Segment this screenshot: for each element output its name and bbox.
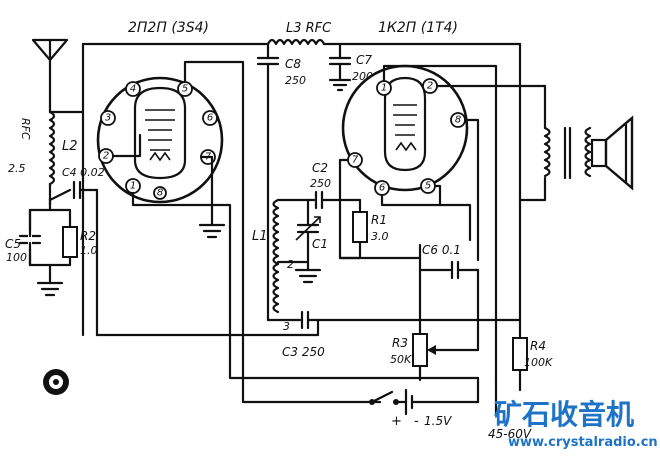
stamp-logo (43, 369, 69, 395)
tube-right-pin-1: 1 (376, 80, 392, 96)
tube-right-pin-8: 8 (450, 112, 466, 128)
ground-c7 (328, 78, 352, 92)
tap3-label: 3 (283, 320, 290, 333)
rfc-side-value: 2.5 (8, 162, 26, 175)
battery-a-plus: + (391, 414, 402, 429)
ground-left (36, 281, 64, 297)
tube-left-pin-6: 6 (202, 110, 218, 126)
l2-coil (48, 110, 56, 207)
svg-text:8: 8 (455, 115, 461, 126)
tube-right-pin-6: 6 (374, 180, 390, 196)
l2-label: L2 (62, 139, 78, 154)
r1-resistor (352, 211, 368, 243)
r2-resistor (62, 226, 78, 258)
battery-a-minus: - (414, 414, 419, 429)
c5-label: C5 (5, 237, 21, 251)
c8-value: 250 (285, 74, 306, 87)
r3-potentiometer (412, 333, 428, 367)
r4-label: R4 (530, 339, 546, 353)
tube-left-label: 2П2П (3S4) (128, 20, 209, 36)
tube-left-pin-5: 5 (177, 81, 193, 97)
antenna-symbol (31, 38, 69, 114)
svg-text:7: 7 (352, 155, 359, 166)
tube-right (341, 64, 469, 192)
c3-label: C3 250 (282, 345, 325, 359)
tube-left-pin-8: 8 (153, 186, 167, 200)
svg-text:2: 2 (103, 151, 109, 162)
svg-text:2: 2 (427, 81, 433, 92)
r2-value: 1.0 (80, 244, 98, 257)
ground-left-tube (198, 223, 226, 239)
l1-label: L1 (252, 229, 268, 244)
tube-right-label: 1К2П (1Т4) (378, 20, 458, 36)
svg-text:1: 1 (381, 83, 387, 94)
c2-value: 250 (310, 177, 331, 190)
tube-left-pin-4: 4 (125, 81, 141, 97)
battery-a-voltage: 1.5V (424, 414, 452, 428)
ground-c1 (294, 268, 322, 284)
svg-text:4: 4 (130, 84, 136, 95)
r1-label: R1 (371, 213, 387, 227)
svg-text:3: 3 (105, 113, 111, 124)
l3-rfc-coil (266, 38, 326, 46)
rfc-side-label: RFC (19, 118, 32, 140)
r3-value: 50K (390, 353, 412, 366)
tube-right-pin-5: 5 (420, 178, 436, 194)
c2-label: C2 (312, 161, 328, 175)
tube-right-pin-2: 2 (422, 78, 438, 94)
tube-left-pin-3: 3 (100, 110, 116, 126)
c8-label: C8 (285, 57, 301, 71)
svg-text:6: 6 (207, 113, 213, 124)
svg-text:5: 5 (182, 84, 188, 95)
c1-label: C1 (312, 237, 328, 251)
r3-label: R3 (392, 336, 408, 350)
output-transformer (543, 126, 592, 180)
watermark-url: www.crystalradio.cn (508, 435, 658, 450)
l1-coil (272, 198, 280, 314)
svg-text:6: 6 (379, 183, 385, 194)
speaker-icon (590, 115, 634, 191)
r4-value: 100K (524, 356, 553, 369)
tap2-label: 2 (287, 258, 294, 271)
c7-label: C7 (356, 53, 372, 67)
tube-right-pin-7: 7 (347, 152, 363, 168)
svg-text:1: 1 (130, 181, 136, 192)
tube-left-pin-1: 1 (125, 178, 141, 194)
tube-left-pin-2: 2 (98, 148, 114, 164)
battery-b-voltage: 45-60V (488, 427, 532, 441)
l3-label: L3 RFC (286, 21, 332, 36)
tube-left (96, 76, 224, 204)
svg-text:8: 8 (157, 188, 163, 199)
c5-value: 100 (6, 251, 27, 264)
r1-value: 3.0 (371, 230, 389, 243)
c6-label: C6 0.1 (422, 243, 461, 257)
watermark-chinese: 矿石收音机 (494, 398, 634, 431)
svg-text:5: 5 (425, 181, 431, 192)
power-switch (369, 390, 399, 405)
